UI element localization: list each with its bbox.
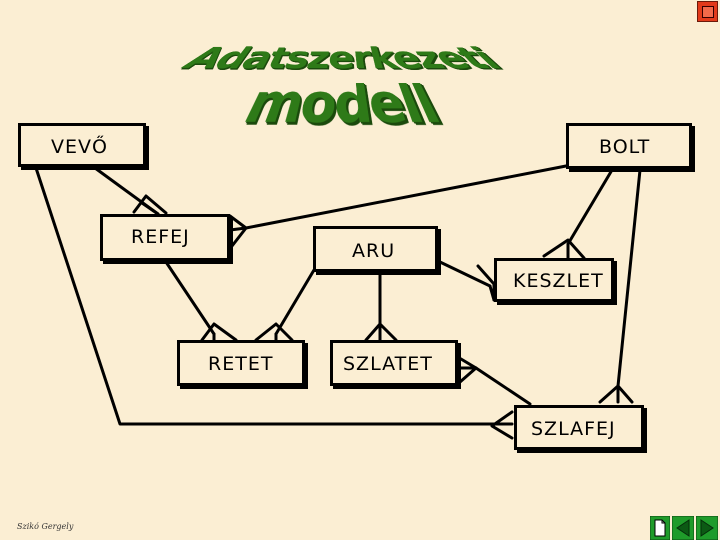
- crowfoot-szlafej-from-vevo: [490, 410, 514, 440]
- document-icon[interactable]: [650, 516, 670, 540]
- entity-keszlet-label: KESZLET: [513, 270, 604, 292]
- entity-bolt-label: BOLT: [599, 136, 651, 158]
- rel-aru-retet: [274, 268, 316, 336]
- rel-aru-keszlet: [438, 260, 492, 288]
- rel-szlatet-szlafej: [474, 366, 532, 406]
- author-credit: Szikó Gergely: [17, 522, 74, 531]
- triangle-right-icon[interactable]: [696, 516, 718, 540]
- entity-szlatet-label: SZLATET: [343, 353, 433, 375]
- entity-bolt: BOLT: [566, 123, 692, 169]
- entity-refej-label: REFEJ: [131, 226, 190, 248]
- entity-szlafej-label: SZLAFEJ: [531, 418, 616, 440]
- rel-bolt-refej: [244, 164, 568, 230]
- triangle-left-icon[interactable]: [672, 516, 694, 540]
- entity-aru-label: ARU: [352, 240, 396, 262]
- close-icon[interactable]: [697, 1, 718, 22]
- rel-refej-retet: [164, 260, 216, 336]
- rel-vevo-szlafej: [34, 166, 514, 426]
- rel-bolt-keszlet: [566, 168, 614, 246]
- entity-vevo-label: VEVŐ: [51, 136, 108, 158]
- crowfoot-retet-from-aru: [254, 322, 294, 342]
- rel-bolt-szlafej: [616, 168, 642, 388]
- crowfoot-keszlet-from-bolt: [542, 238, 586, 260]
- entity-refej: REFEJ: [100, 214, 230, 261]
- crowfoot-szlafej-from-bolt: [598, 384, 634, 404]
- entity-retet-label: RETET: [208, 353, 274, 375]
- crowfoot-retet-from-refej: [200, 322, 238, 342]
- crowfoot-refej-from-vevo: [132, 194, 168, 215]
- entity-vevo: VEVŐ: [18, 123, 146, 167]
- entity-szlatet: SZLATET: [330, 340, 458, 386]
- crowfoot-szlatet-from-aru: [364, 322, 398, 342]
- entity-keszlet: KESZLET: [494, 258, 614, 302]
- entity-aru: ARU: [313, 226, 438, 272]
- entity-retet: RETET: [177, 340, 305, 386]
- entity-szlafej: SZLAFEJ: [514, 405, 644, 450]
